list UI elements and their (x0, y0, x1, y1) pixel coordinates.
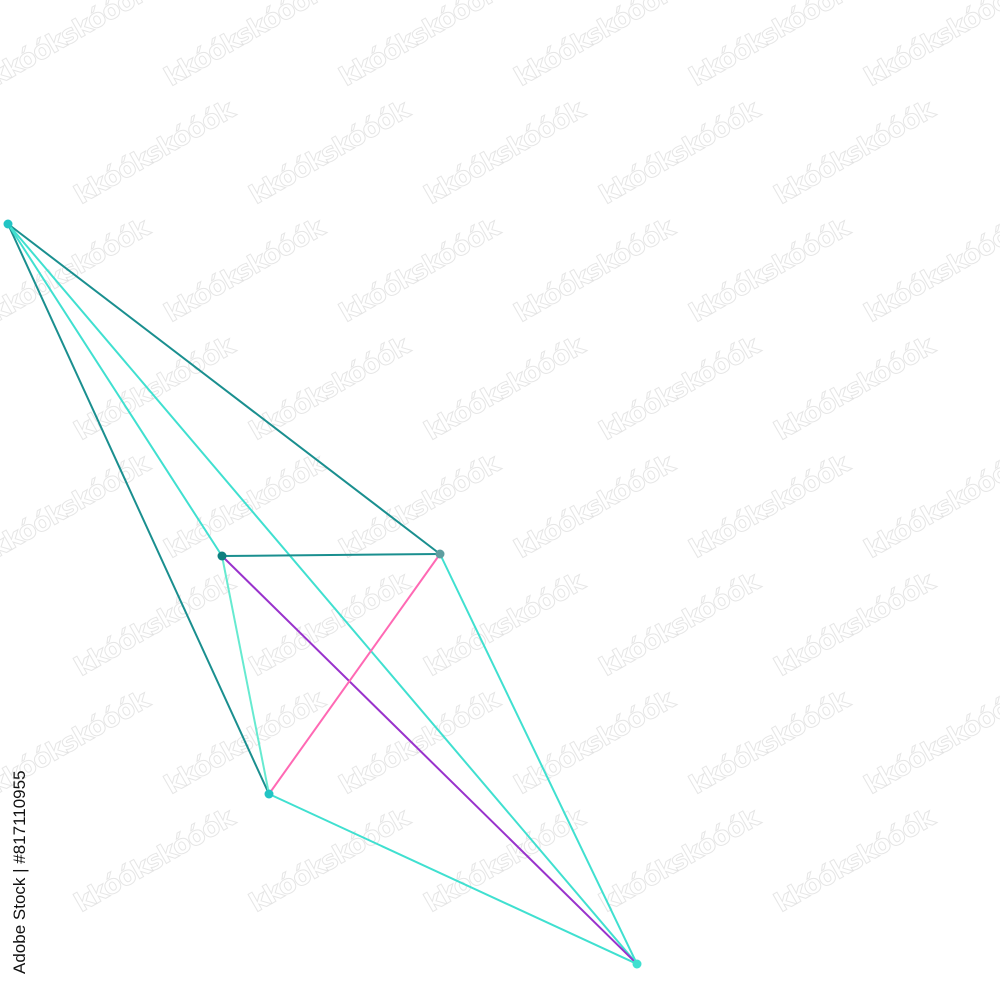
edge-C-E (439, 553, 638, 965)
node-C (435, 549, 445, 559)
graph-edges (7, 223, 638, 965)
node-A (3, 219, 13, 229)
node-B (217, 551, 227, 561)
edge-C-D (268, 553, 441, 795)
edge-A-C (7, 223, 441, 555)
edge-A-B (7, 223, 223, 557)
edge-B-E (221, 555, 638, 965)
edge-D-E (268, 793, 638, 965)
stock-id-label: Adobe Stock | #817110955 (10, 770, 29, 974)
edge-B-D (221, 555, 270, 795)
edge-B-C (221, 553, 441, 557)
node-E (632, 959, 642, 969)
node-D (264, 789, 274, 799)
edge-A-D (7, 223, 270, 795)
edge-A-E (7, 223, 638, 965)
graph-nodes (3, 219, 642, 969)
